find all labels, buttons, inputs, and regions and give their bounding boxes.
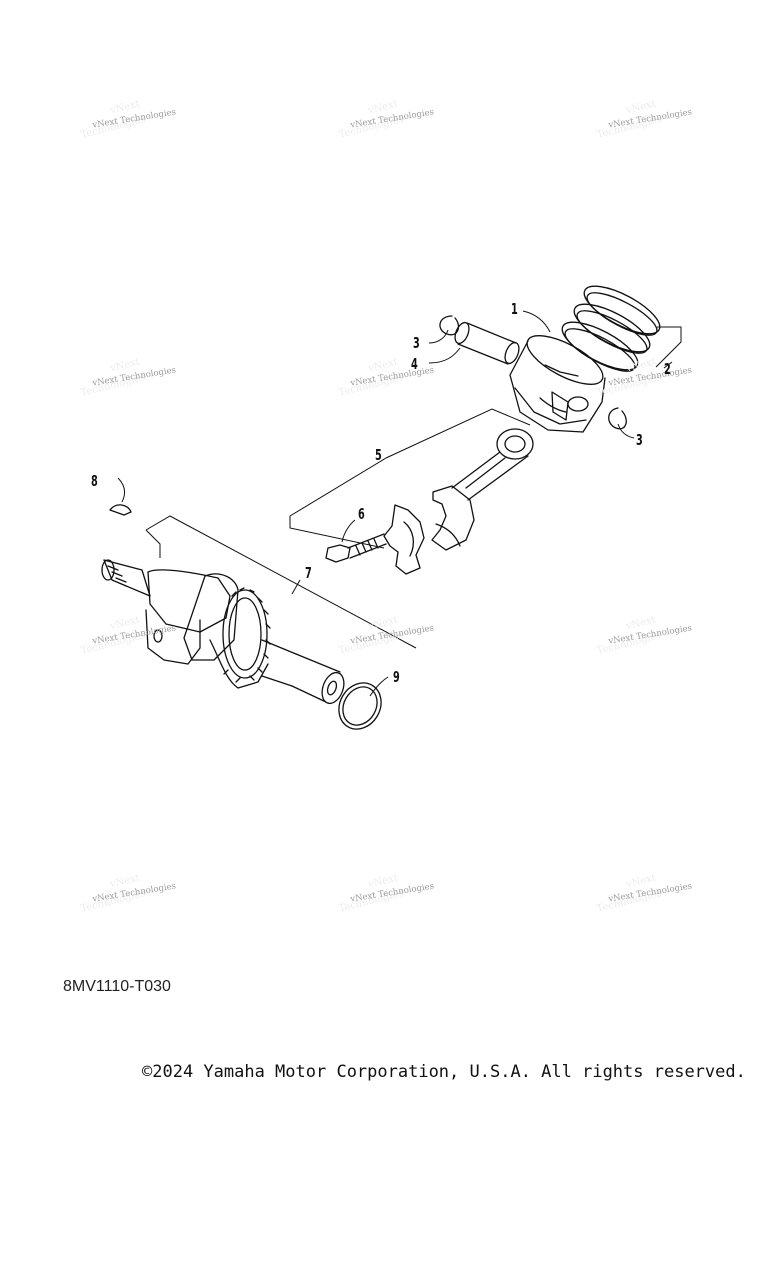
copyright-notice: ©2024 Yamaha Motor Corporation, U.S.A. A… xyxy=(142,1062,746,1082)
callout-6[interactable]: 6 xyxy=(358,505,365,523)
watermark: Technologies vNext vNext Technologies xyxy=(338,615,448,668)
crankshaft xyxy=(101,559,345,705)
callout-4[interactable]: 4 xyxy=(411,355,418,373)
watermark: Technologies vNext vNext Technologies xyxy=(338,99,448,152)
watermark: Technologies vNext vNext Technologies xyxy=(596,615,706,668)
callout-9[interactable]: 9 xyxy=(393,668,400,686)
callout-7[interactable]: 7 xyxy=(305,564,312,582)
diagram-code: 8MV1110-T030 xyxy=(63,978,171,995)
circlips xyxy=(439,315,627,430)
rod-cap xyxy=(383,504,425,575)
o-ring xyxy=(338,682,382,730)
piston-rings xyxy=(561,285,661,372)
callout-5[interactable]: 5 xyxy=(375,446,382,464)
rod-bolt xyxy=(325,533,387,563)
callout-2[interactable]: 2 xyxy=(664,360,671,378)
watermark: Technologies vNext vNext Technologies xyxy=(80,873,190,926)
connecting-rod xyxy=(431,428,534,551)
watermark: Technologies vNext vNext Technologies xyxy=(338,357,448,410)
callout-3-circlip-left[interactable]: 3 xyxy=(413,334,420,352)
watermark: Technologies vNext vNext Technologies xyxy=(80,99,190,152)
watermark: Technologies vNext vNext Technologies xyxy=(80,615,190,668)
callout-1[interactable]: 1 xyxy=(511,300,518,318)
piston xyxy=(509,335,606,433)
callout-8[interactable]: 8 xyxy=(91,472,98,490)
watermark: Technologies vNext vNext Technologies xyxy=(596,357,706,410)
watermark: Technologies vNext vNext Technologies xyxy=(596,873,706,926)
watermark: Technologies vNext vNext Technologies xyxy=(80,357,190,410)
piston-pin xyxy=(454,321,520,365)
watermark: Technologies vNext vNext Technologies xyxy=(338,873,448,926)
watermark: Technologies vNext vNext Technologies xyxy=(596,99,706,152)
woodruff-key xyxy=(109,504,132,516)
callout-3-circlip-right[interactable]: 3 xyxy=(636,431,643,449)
